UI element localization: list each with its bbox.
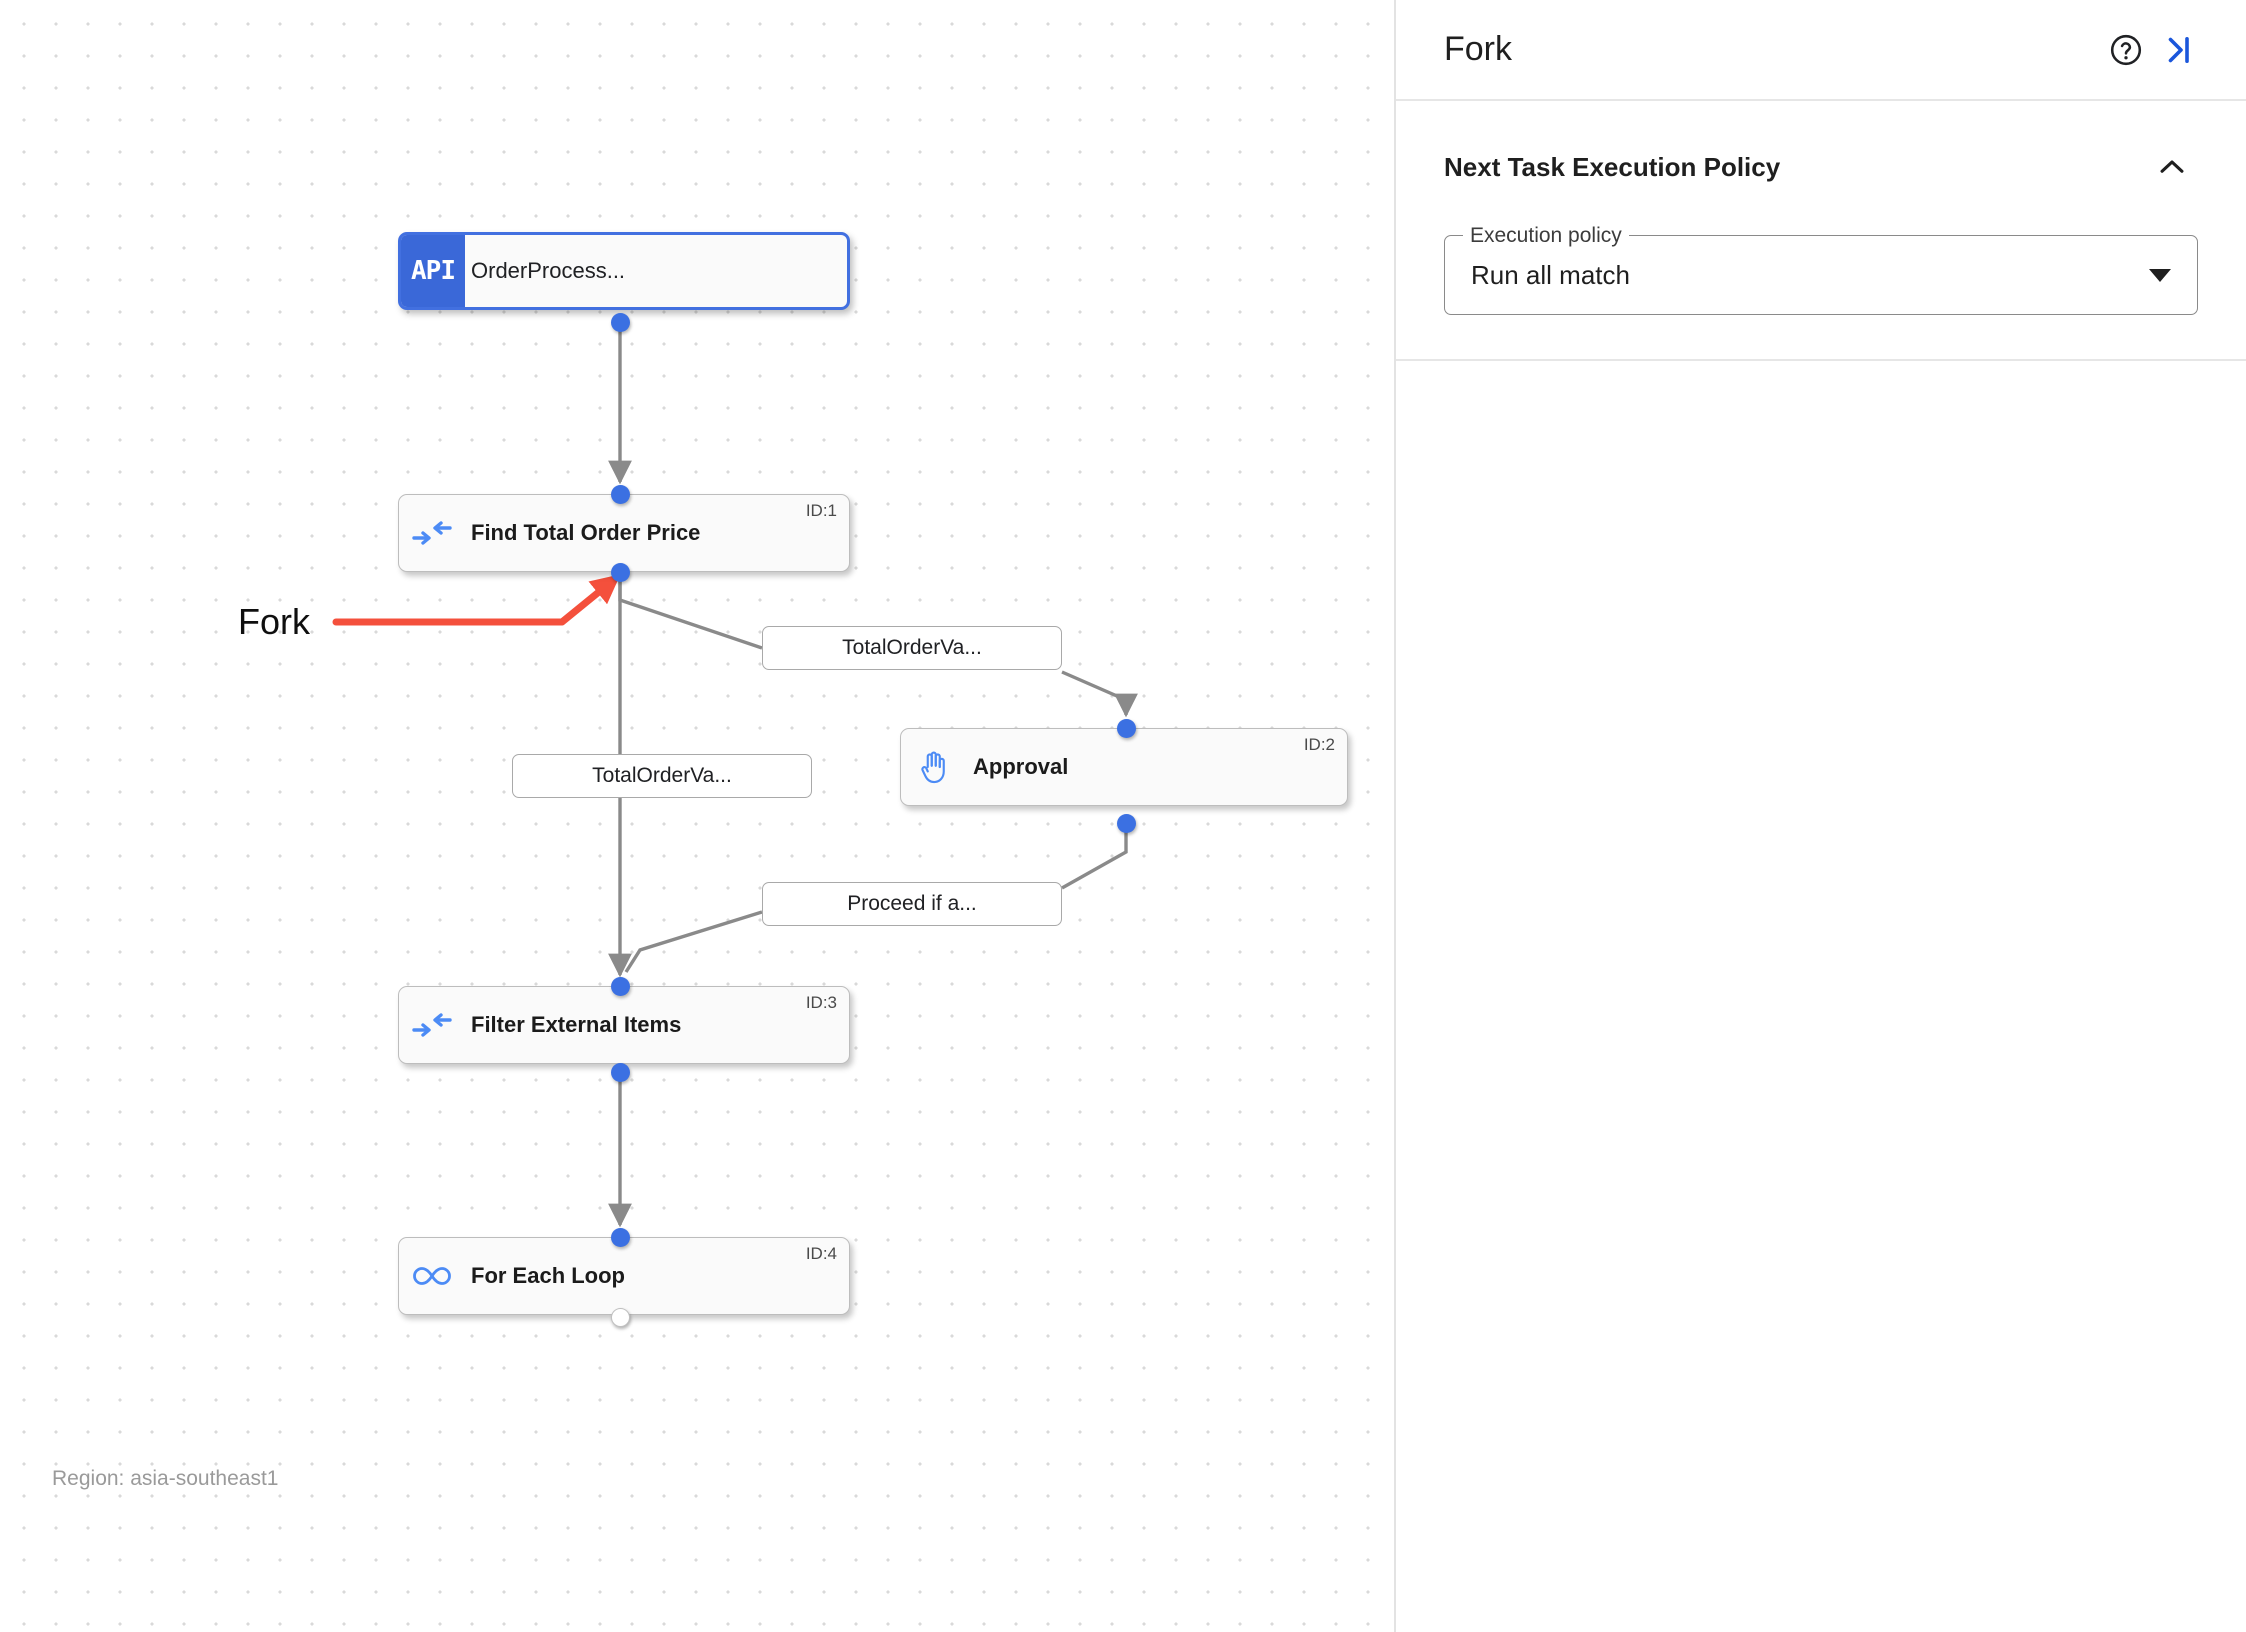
api-badge-icon: API: [401, 235, 465, 307]
handle-filter-out[interactable]: [611, 1063, 630, 1082]
edge-label-to-filter[interactable]: TotalOrderVa...: [512, 754, 812, 798]
node-title: For Each Loop: [471, 1263, 625, 1288]
node-id-label: ID:1: [805, 501, 837, 520]
panel-title: Fork: [1444, 30, 1512, 68]
node-orderprocess[interactable]: API OrderProcess...: [398, 232, 850, 310]
section-title: Next Task Execution Policy: [1444, 151, 1781, 182]
handle-filter-in[interactable]: [611, 977, 630, 996]
infinity-loop-icon: [399, 1264, 465, 1288]
section-header[interactable]: Next Task Execution Policy: [1444, 141, 2198, 193]
chevron-up-icon[interactable]: [2146, 141, 2198, 193]
merge-arrows-icon: [399, 1012, 465, 1038]
node-id-label: ID:2: [1303, 735, 1335, 754]
node-find-total-order-price[interactable]: Find Total Order Price ID:1: [398, 494, 850, 572]
handle-findtotal-in[interactable]: [611, 485, 630, 504]
execution-policy-value: Run all match: [1471, 259, 1630, 290]
node-id-label: ID:3: [805, 993, 837, 1012]
edge-label3-to-filter: [624, 910, 763, 973]
merge-arrows-icon: [399, 520, 465, 546]
node-title: Find Total Order Price: [471, 520, 701, 545]
execution-policy-legend: Execution policy: [1463, 223, 1629, 249]
help-circle-icon[interactable]: [2100, 24, 2152, 76]
handle-approval-out[interactable]: [1117, 814, 1136, 833]
handle-foreach-in[interactable]: [611, 1228, 630, 1247]
node-title: Approval: [973, 754, 1069, 779]
properties-panel: Fork Next Task Execution Policy: [1396, 0, 2246, 1632]
node-for-each-loop[interactable]: For Each Loop ID:4: [398, 1237, 850, 1315]
handle-findtotal-out[interactable]: [611, 563, 630, 582]
node-filter-external-items[interactable]: Filter External Items ID:3: [398, 986, 850, 1064]
next-task-execution-policy-section: Next Task Execution Policy Execution pol…: [1396, 101, 2246, 361]
node-approval[interactable]: Approval ID:2: [900, 728, 1348, 806]
handle-approval-in[interactable]: [1117, 719, 1136, 738]
node-id-label: ID:4: [805, 1244, 837, 1263]
edge-approval-to-label3: [1061, 824, 1128, 890]
edge-label1-to-approval: [1061, 670, 1138, 718]
edge-findtotal-to-label1-a: [618, 576, 763, 650]
annotation-label-fork: Fork: [238, 601, 310, 642]
hand-raised-icon: [901, 749, 967, 785]
edge-label-proceed[interactable]: Proceed if a...: [762, 882, 1062, 926]
edge-label-to-approval[interactable]: TotalOrderVa...: [762, 626, 1062, 670]
chevron-down-icon[interactable]: [2149, 268, 2171, 282]
workflow-canvas[interactable]: API OrderProcess... Find Total Order Pri…: [0, 0, 1396, 1632]
execution-policy-select[interactable]: Execution policy Run all match: [1444, 223, 2198, 315]
handle-orderprocess-out[interactable]: [611, 313, 630, 332]
node-title: OrderProcess...: [471, 258, 626, 283]
annotation-arrow-icon: [332, 574, 621, 626]
node-title: Filter External Items: [471, 1012, 682, 1037]
handle-foreach-out[interactable]: [611, 1308, 630, 1327]
region-label: Region: asia-southeast1: [52, 1467, 279, 1490]
panel-header: Fork: [1396, 0, 2246, 101]
collapse-panel-icon[interactable]: [2152, 24, 2204, 76]
